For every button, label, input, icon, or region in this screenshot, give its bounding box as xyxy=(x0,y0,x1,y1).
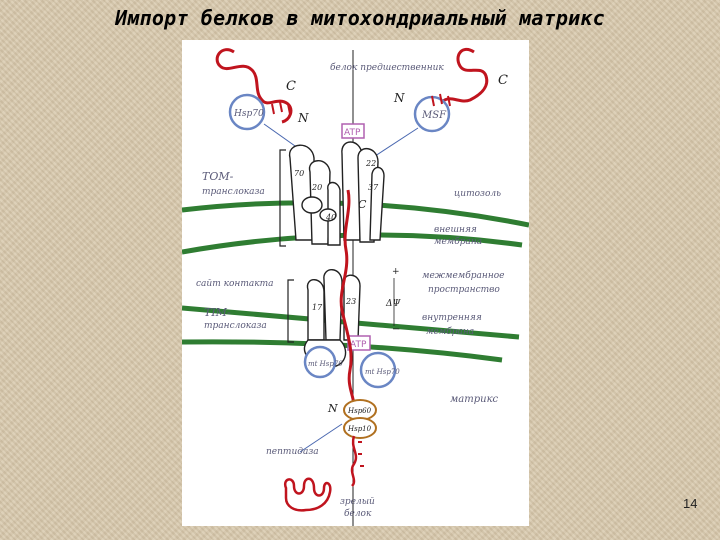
outer-membrane-label-1: внешняя xyxy=(434,225,477,235)
cytosol-label: цитозоль xyxy=(454,189,501,199)
tom-complex xyxy=(289,141,385,246)
matrix-basic-residues xyxy=(358,441,364,467)
arrow-right-to-tom xyxy=(371,127,419,159)
psi-symbol: ΔΨ xyxy=(385,299,401,309)
mt-hsp70-right-label: mt Hsp70 xyxy=(365,368,400,376)
matrix-label: матрикс xyxy=(450,394,499,405)
mt-hsp70-left xyxy=(303,345,337,379)
tom-num-37: 37 xyxy=(368,183,379,192)
translocating-chain xyxy=(339,189,356,413)
atp-top-label: ATP xyxy=(344,128,361,138)
page-number: 14 xyxy=(683,496,698,511)
diagram-panel: Hsp70 C N MSF C N белок предшественник A… xyxy=(182,40,529,526)
inner-membrane-lower xyxy=(182,339,503,363)
tim-bracket xyxy=(287,279,294,343)
peptidase-label: пептидаза xyxy=(266,447,319,457)
msf-right-label: MSF xyxy=(421,110,447,121)
tom-label: TOM- xyxy=(202,170,234,183)
contact-sites-label: сайт контакта xyxy=(196,279,274,289)
tom-num-70: 70 xyxy=(294,169,304,178)
inner-membrane-label-2: мембрана xyxy=(426,326,474,337)
intermembrane-label-2: пространство xyxy=(428,285,500,295)
mitochondrial-import-diagram: Hsp70 C N MSF C N белок предшественник A… xyxy=(182,47,529,526)
atp-top-box xyxy=(341,123,365,139)
hsp60-b-label: Hsp10 xyxy=(347,425,372,433)
tim-num-23: 23 xyxy=(345,297,356,306)
mature-folded-protein xyxy=(283,477,332,512)
tim-label: TIM- xyxy=(204,306,231,319)
c-terminus-mid: C xyxy=(358,198,367,211)
mature-label-2: белок xyxy=(344,508,372,519)
left-basic-residues xyxy=(271,101,291,115)
tim-complex xyxy=(303,269,361,368)
n-terminus-left: N xyxy=(297,111,309,125)
tim-num-17: 17 xyxy=(312,303,323,312)
tom-num-40: 40 xyxy=(325,213,336,222)
tom-bracket xyxy=(279,149,286,247)
hsp70-left-label: Hsp70 xyxy=(233,109,264,119)
hsp70-left-chaperone xyxy=(228,93,266,131)
mt-hsp70-right xyxy=(359,351,397,389)
n-terminus-right: N xyxy=(393,91,405,105)
outer-membrane-label-2: мембрана xyxy=(434,236,482,247)
n-terminus-matrix: N xyxy=(327,402,338,415)
hsp60-a-label: Hsp60 xyxy=(347,407,372,415)
precursor-caption: белок предшественник xyxy=(330,62,444,73)
intermembrane-label-1: межмембранное xyxy=(422,270,505,281)
psi-plus: + xyxy=(392,267,400,277)
mt-hsp70-left-label: mt Hsp70 xyxy=(308,360,343,368)
arrow-to-peptidase xyxy=(299,423,343,453)
slide-title: Импорт белков в митохондриальный матрикс xyxy=(115,6,605,30)
tom-num-22: 22 xyxy=(365,159,376,168)
mature-label-1: зрелый xyxy=(340,497,375,507)
inner-membrane-label-1: внутренняя xyxy=(422,313,482,323)
tim-sub-label: транслоказа xyxy=(204,321,267,331)
atp-bottom-box xyxy=(347,335,371,351)
right-basic-residues xyxy=(431,93,451,107)
c-terminus-left: C xyxy=(286,79,296,94)
c-terminus-right: C xyxy=(498,73,508,88)
atp-bottom-label: ATP xyxy=(350,340,367,350)
tom-sub-label: транслоказа xyxy=(202,187,265,197)
hsp60-oval-b xyxy=(343,417,377,439)
tom-num-20: 20 xyxy=(311,183,322,192)
signal-sequence xyxy=(350,435,358,487)
psi-minus: − xyxy=(392,324,400,335)
